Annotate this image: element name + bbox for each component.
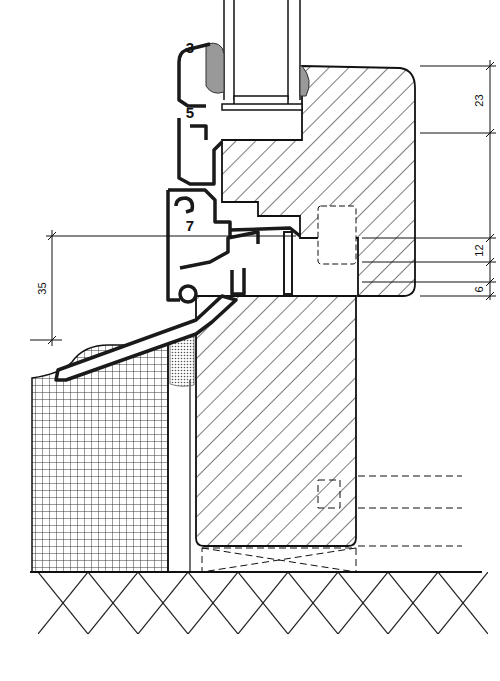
drip-cap — [56, 296, 236, 380]
callout-number: 7 — [184, 217, 196, 234]
dimension-lines — [30, 60, 496, 346]
dimension-value: 12 — [473, 242, 486, 258]
dimension-value: 35 — [36, 280, 49, 296]
gasket — [284, 232, 292, 294]
glazing — [222, 0, 302, 110]
glazing-seal — [300, 66, 309, 96]
aluminium-profiles — [168, 44, 300, 302]
support-dashed — [202, 476, 462, 572]
gap-line — [167, 345, 169, 572]
glazing-seal — [206, 43, 224, 93]
masonry — [32, 345, 168, 572]
dimension-value: 6 — [473, 284, 486, 294]
ground — [30, 572, 488, 634]
gap-line — [189, 380, 190, 572]
groove — [318, 206, 356, 264]
callout-number: 3 — [184, 39, 196, 56]
dimension-value: 23 — [473, 92, 486, 108]
callout-number: 5 — [184, 104, 196, 121]
sill-block — [196, 296, 356, 546]
